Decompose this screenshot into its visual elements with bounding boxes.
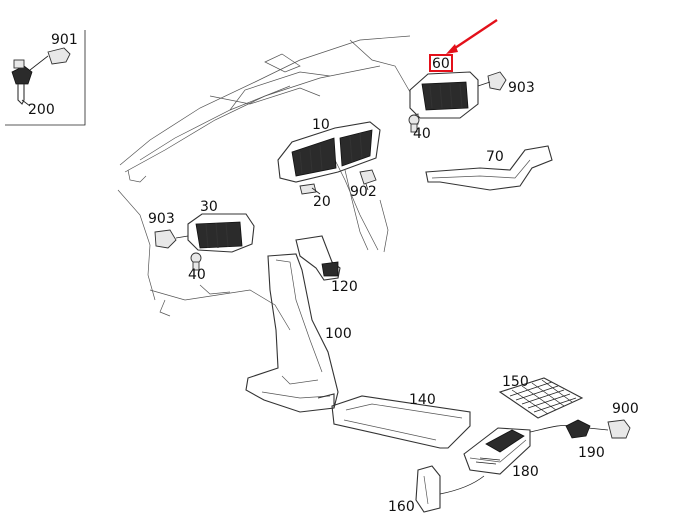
label-10[interactable]: 10 [312, 117, 330, 133]
part-140-floor-duct[interactable] [331, 395, 471, 449]
part-30-left-air-vent[interactable] [154, 213, 255, 271]
label-40-upper[interactable]: 40 [413, 126, 431, 142]
part-180-control-module[interactable] [463, 425, 571, 475]
label-40-lower[interactable]: 40 [188, 267, 206, 283]
dashboard-outline [117, 35, 411, 331]
part-120-air-duct[interactable] [295, 235, 341, 281]
label-70[interactable]: 70 [486, 149, 504, 165]
label-903-upper[interactable]: 903 [508, 80, 535, 96]
label-902[interactable]: 902 [350, 184, 377, 200]
part-70-air-duct[interactable] [425, 145, 553, 191]
label-160[interactable]: 160 [388, 499, 415, 515]
label-120[interactable]: 120 [331, 279, 358, 295]
part-40-screw-upper[interactable] [408, 114, 420, 133]
label-20[interactable]: 20 [313, 194, 331, 210]
label-60[interactable]: 60 [432, 56, 450, 72]
label-903-lower[interactable]: 903 [148, 211, 175, 227]
label-901[interactable]: 901 [51, 32, 78, 48]
part-10-center-air-vent[interactable] [277, 121, 381, 195]
label-140[interactable]: 140 [409, 392, 436, 408]
label-190[interactable]: 190 [578, 445, 605, 461]
highlight-box [429, 54, 453, 72]
label-200[interactable]: 200 [28, 102, 55, 118]
part-160-bracket[interactable] [415, 465, 485, 513]
part-190-sensor[interactable] [565, 419, 609, 439]
label-150[interactable]: 150 [502, 374, 529, 390]
label-900[interactable]: 900 [612, 401, 639, 417]
label-100[interactable]: 100 [325, 326, 352, 342]
part-60-right-air-vent[interactable] [409, 71, 507, 125]
part-200-sensor[interactable] [11, 55, 49, 107]
label-30[interactable]: 30 [200, 199, 218, 215]
label-180[interactable]: 180 [512, 464, 539, 480]
part-901-clip[interactable] [47, 47, 71, 65]
part-100-floor-duct[interactable] [245, 253, 339, 413]
part-150-filter[interactable] [498, 377, 584, 419]
part-900-clip[interactable] [607, 419, 631, 439]
inset-frame [5, 30, 86, 126]
highlight-arrow [446, 19, 498, 54]
